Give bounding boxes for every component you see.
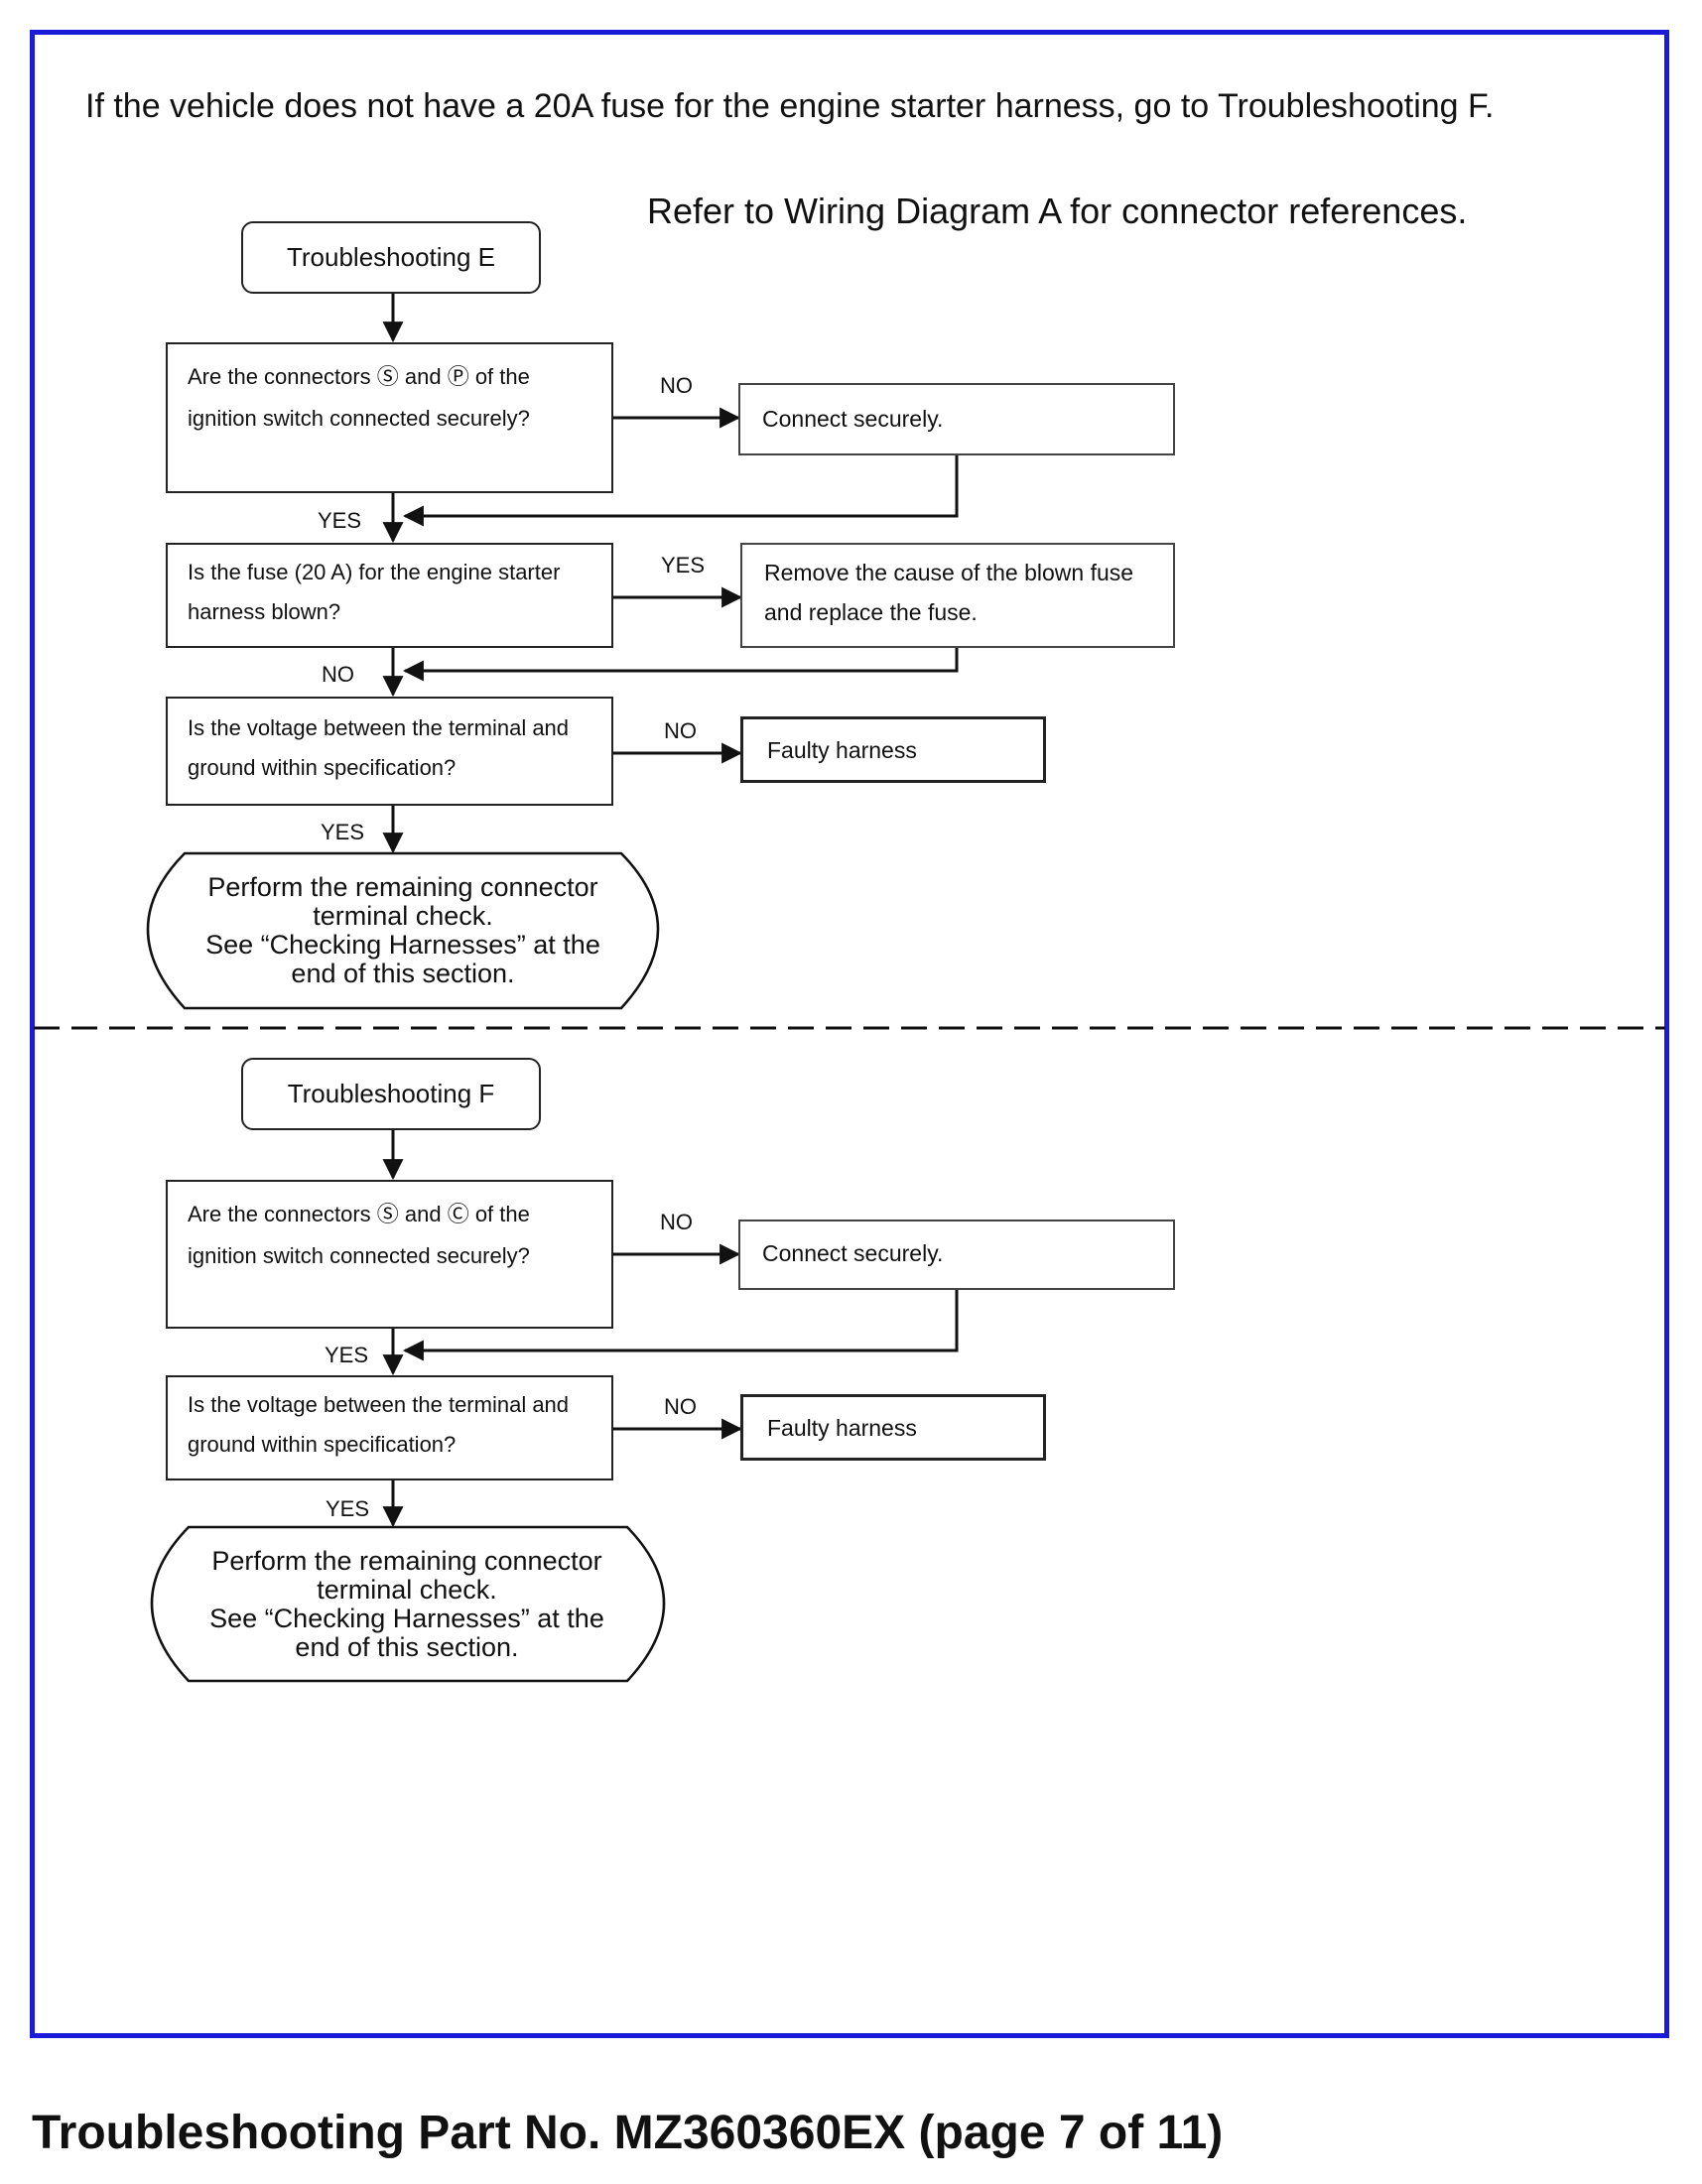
f-q2-voltage: Is the voltage between the terminal and … [166,1375,613,1480]
footer-title: Troubleshooting Part No. MZ360360EX (pag… [32,2107,1224,2159]
e-connect-return [402,455,959,527]
refer-note: Refer to Wiring Diagram A for connector … [647,191,1468,231]
f-q1-yes-label: YES [325,1343,369,1367]
f-q2-no-label: NO [664,1394,697,1419]
e-q2-yes-label: YES [661,553,706,578]
e-end-terminator: Perform the remaining connector terminal… [169,859,637,1002]
e-q2-no-label: NO [322,662,354,687]
e-connect-securely-box: Connect securely. [738,383,1175,455]
e-q3-no-label: NO [664,718,697,743]
f-end-terminator: Perform the remaining connector terminal… [173,1533,641,1676]
f-q1-connectors: Are the connectors Ⓢ and Ⓒ of the igniti… [166,1180,613,1329]
f-connect-securely-box: Connect securely. [738,1220,1175,1290]
e-remove-cause-box: Remove the cause of the blown fuse and r… [740,543,1175,648]
troubleshooting-e-start: Troubleshooting E [241,221,541,294]
f-q1-no-label: NO [660,1210,693,1234]
e-q3-yes-label: YES [321,820,365,844]
page-frame [30,30,1669,2038]
f-end-line2: See “Checking Harnesses” at the end of t… [209,1604,604,1662]
e-q1-no-label: NO [660,373,693,398]
intro-note: If the vehicle does not have a 20A fuse … [85,87,1495,125]
e-q3-voltage: Is the voltage between the terminal and … [166,697,613,806]
e-end-line2: See “Checking Harnesses” at the end of t… [205,930,600,988]
e-remove-return [402,648,959,682]
e-end-line1: Perform the remaining connector terminal… [207,872,598,931]
f-q2-yes-label: YES [326,1496,370,1521]
troubleshooting-f-start: Troubleshooting F [241,1058,541,1130]
e-q1-yes-label: YES [318,508,362,533]
e-q1-connectors: Are the connectors Ⓢ and Ⓟ of the igniti… [166,342,613,493]
f-connect-return [402,1290,959,1361]
f-end-line1: Perform the remaining connector terminal… [211,1546,602,1605]
f-end-shape [150,1525,666,1683]
f-faulty-harness-box: Faulty harness [740,1394,1046,1461]
e-q2-fuse: Is the fuse (20 A) for the engine starte… [166,543,613,648]
e-faulty-harness-box: Faulty harness [740,716,1046,783]
e-end-shape [146,851,660,1010]
